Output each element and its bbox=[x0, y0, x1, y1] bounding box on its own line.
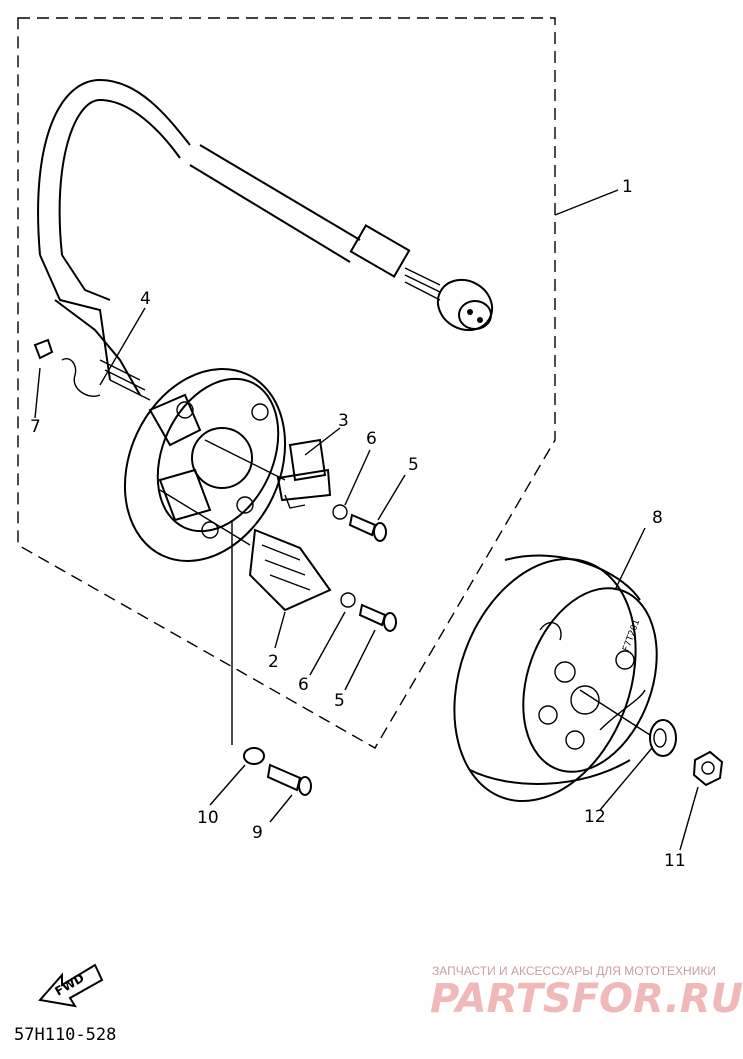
shaft-axis-line bbox=[579, 689, 651, 736]
leader-lines bbox=[34, 189, 699, 851]
callout-6a: 6 bbox=[366, 429, 377, 449]
fwd-label: FWD bbox=[53, 971, 87, 999]
wire-harness bbox=[37, 78, 494, 401]
callout-5b: 5 bbox=[334, 691, 345, 711]
callout-11: 11 bbox=[664, 851, 686, 871]
washer-12 bbox=[649, 719, 677, 757]
lighting-coil bbox=[248, 528, 332, 612]
callout-9: 9 bbox=[252, 823, 263, 843]
assembly-boundary-dashed bbox=[17, 17, 556, 749]
fastener-9-10 bbox=[243, 747, 312, 796]
watermark-tagline: ЗАПЧАСТИ И АКСЕССУАРЫ ДЛЯ МОТОТЕХНИКИ bbox=[432, 964, 716, 978]
fwd-arrow-icon: FWD bbox=[38, 963, 104, 1008]
callout-6b: 6 bbox=[298, 675, 309, 695]
callout-4: 4 bbox=[140, 289, 151, 309]
flywheel-rotor: F7T201 bbox=[453, 554, 658, 803]
diagram-code: 57H110-528 bbox=[14, 1025, 116, 1045]
callout-5a: 5 bbox=[408, 455, 419, 475]
callout-12: 12 bbox=[584, 807, 606, 827]
watermark-logo: PARTSFOR.RU bbox=[430, 976, 743, 1022]
fastener-5b bbox=[340, 592, 397, 632]
callout-2: 2 bbox=[268, 652, 279, 672]
rotor-marking: F7T201 bbox=[621, 618, 642, 653]
callout-3: 3 bbox=[338, 411, 349, 431]
callout-7: 7 bbox=[30, 417, 41, 437]
pickup-coil bbox=[276, 438, 332, 509]
nut-11 bbox=[692, 750, 724, 787]
callout-1: 1 bbox=[622, 177, 633, 197]
fastener-5a bbox=[332, 504, 387, 542]
clamp-7 bbox=[33, 338, 101, 397]
callout-10: 10 bbox=[197, 808, 219, 828]
callout-8: 8 bbox=[652, 508, 663, 528]
stator-assembly bbox=[123, 367, 287, 563]
